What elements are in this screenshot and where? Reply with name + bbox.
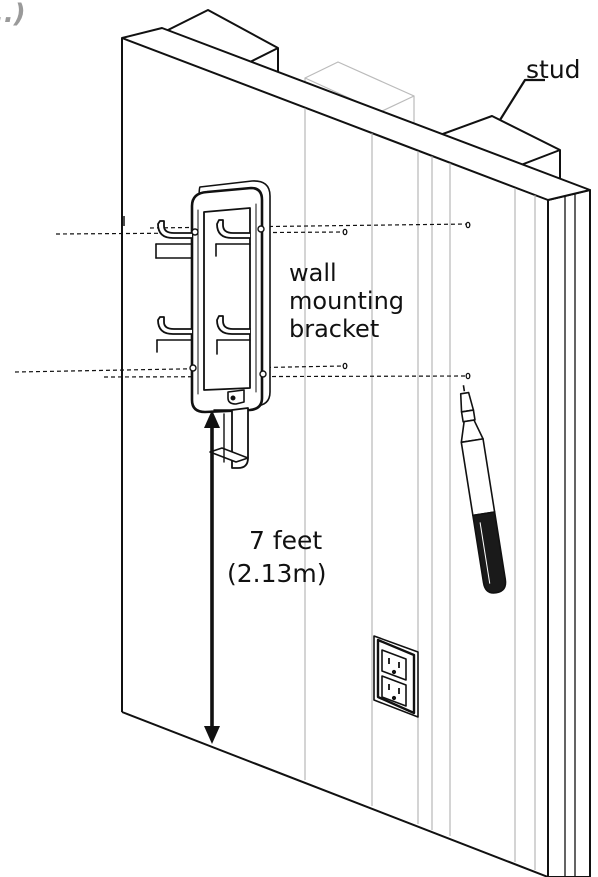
corner-fragment: ..) xyxy=(0,0,26,29)
bracket-label-line3: bracket xyxy=(289,315,379,343)
height-label-metric: (2.13m) xyxy=(227,559,327,588)
height-label-feet: 7 feet xyxy=(249,526,322,555)
stud-label: stud xyxy=(526,55,581,84)
bracket-label-line1: wall xyxy=(289,259,337,287)
stud-leader-line xyxy=(500,80,545,120)
bracket-label-line2: mounting xyxy=(289,287,404,315)
